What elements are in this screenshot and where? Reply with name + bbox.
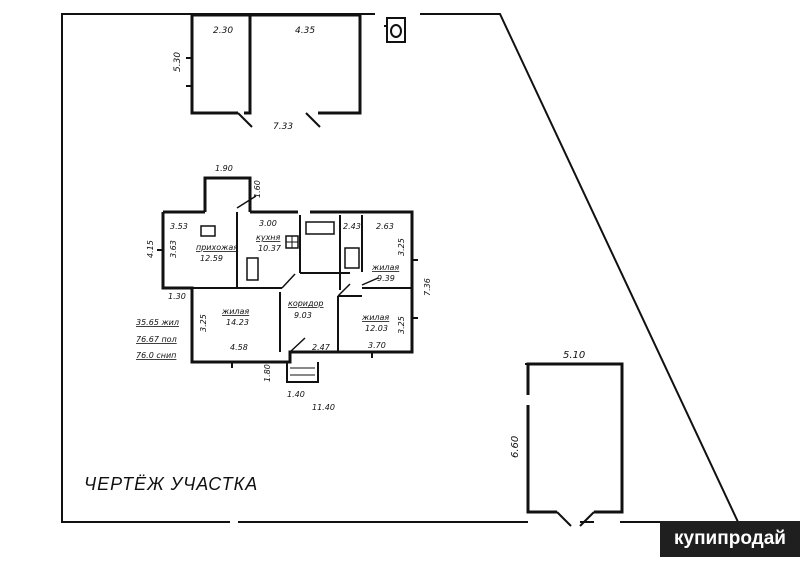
room-corridor-name: коридор [288, 299, 324, 308]
room-bedroom2-area: 12.03 [365, 324, 388, 333]
toilet-icon [384, 17, 406, 43]
step-width: 1.40 [287, 390, 305, 399]
outbuilding-depth: 5.30 [173, 52, 183, 72]
room-bedroom2-name: жилая [361, 313, 389, 322]
dim-living-bottom: 4.58 [230, 343, 248, 352]
room-living-area: 14.23 [226, 318, 249, 327]
garage [525, 362, 624, 527]
total-snip-area: 76.0 снип [136, 351, 176, 360]
dim-bath-top: 2.43 [343, 222, 361, 231]
total-floor-area: 76.67 пол [136, 335, 177, 344]
room-corridor-area: 9.03 [294, 311, 312, 320]
outbuildings [186, 13, 362, 128]
room-kitchen-area: 10.37 [258, 244, 282, 253]
room-hall-area: 12.59 [200, 254, 223, 263]
dim-kitchen-top: 3.00 [259, 219, 277, 228]
outbuilding-width-left: 2.30 [213, 26, 233, 36]
dim-corridor-bottom: 2.47 [312, 343, 331, 352]
area-totals: 35.65 жил 76.67 пол 76.0 снип [136, 318, 179, 360]
house-overall-length: 11.40 [312, 403, 335, 412]
garage-length: 6.60 [510, 436, 521, 458]
house-left-depth: 4.15 [146, 240, 155, 258]
dim-hall-bottom: 1.30 [168, 292, 186, 301]
room-living-name: жилая [221, 307, 249, 316]
house-right-depth: 7.36 [423, 278, 432, 296]
dim-living-side: 3.25 [199, 314, 208, 332]
dim-hall-top: 3.53 [170, 222, 188, 231]
room-hall-name: прихожая [196, 243, 238, 252]
total-living-area: 35.65 жил [136, 318, 179, 327]
room-bedroom1-area: 9.39 [377, 274, 395, 283]
dim-bed2-bottom: 3.70 [368, 341, 386, 350]
porch-width: 1.90 [215, 164, 233, 173]
dim-hall-side: 3.63 [169, 240, 178, 258]
dim-bed1-side: 3.25 [397, 238, 406, 256]
dim-bed1-top: 2.63 [376, 222, 394, 231]
dim-bed2-side: 3.25 [397, 316, 406, 334]
porch-depth: 1.60 [253, 180, 262, 198]
room-kitchen-name: кухня [256, 233, 281, 242]
house-plan [157, 176, 418, 383]
garage-width: 5.10 [563, 350, 585, 361]
step-depth: 1.80 [263, 364, 272, 382]
room-bedroom1-name: жилая [371, 263, 399, 272]
outbuilding-width-right: 4.35 [295, 26, 315, 36]
watermark-badge[interactable]: купипродай [660, 521, 800, 557]
outbuilding-total-length: 7.33 [273, 122, 293, 132]
drawing-title: ЧЕРТЁЖ УЧАСТКА [84, 474, 259, 494]
